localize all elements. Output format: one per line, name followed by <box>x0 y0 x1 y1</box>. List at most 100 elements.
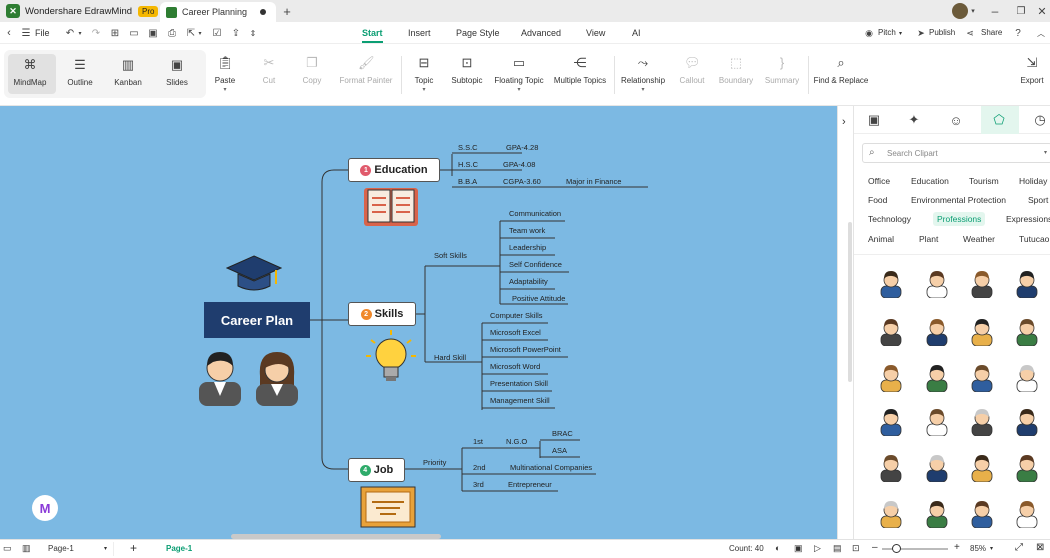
profession-clipart-icon[interactable] <box>969 316 995 346</box>
save-icon[interactable]: ▣ <box>148 27 158 39</box>
app-home-tab[interactable]: ✕ Wondershare EdrawMind Pro <box>6 0 159 22</box>
category-food[interactable]: Food <box>868 195 888 205</box>
account-chevron-down-icon[interactable]: ▾ <box>971 8 975 15</box>
fullscreen-icon[interactable]: ⤢ <box>1015 542 1023 553</box>
profession-clipart-icon[interactable] <box>969 452 995 482</box>
soft-skill-item[interactable]: Leadership <box>509 243 547 252</box>
new-file-icon[interactable]: ⊞ <box>110 27 120 39</box>
multiple-topics-button[interactable]: ⋲Multiple Topics <box>552 56 608 86</box>
category-weather[interactable]: Weather <box>963 234 995 244</box>
share-icon[interactable]: ⋖ <box>966 27 974 38</box>
slides-view-button[interactable]: ▣Slides <box>157 58 197 88</box>
category-expressions[interactable]: Expressions <box>1006 214 1050 224</box>
fit-window-icon[interactable]: ⊡ <box>852 543 860 553</box>
job-ngo-label[interactable]: N.G.O <box>506 437 528 446</box>
education-bba-label[interactable]: B.B.A <box>458 177 478 186</box>
callout-button[interactable]: 💬︎Callout <box>675 56 709 86</box>
print-icon[interactable]: ⎙ <box>168 27 176 39</box>
job-brac-label[interactable]: BRAC <box>552 429 573 438</box>
job-first-label[interactable]: 1st <box>473 437 484 446</box>
export-file-icon[interactable]: ⇱ <box>186 27 196 39</box>
category-office[interactable]: Office <box>868 176 891 186</box>
job-asa-label[interactable]: ASA <box>552 446 568 455</box>
history-clock-icon[interactable]: ◷ <box>1034 112 1046 127</box>
panel-collapse-handle[interactable]: › <box>837 106 853 539</box>
fullscreen-view-icon[interactable]: ▤ <box>833 543 842 553</box>
file-menu[interactable]: File <box>35 28 50 38</box>
category-professions[interactable]: Professions <box>933 212 986 226</box>
copy-button[interactable]: ❐Copy <box>296 56 328 86</box>
education-bba-major[interactable]: Major in Finance <box>566 177 622 186</box>
profession-clipart-icon[interactable] <box>1014 452 1040 482</box>
minimize-icon[interactable]: – <box>991 4 999 18</box>
back-chevron-icon[interactable]: ‹ <box>7 27 11 39</box>
profession-clipart-icon[interactable] <box>969 498 995 528</box>
checklist-icon[interactable]: ☑ <box>212 27 222 39</box>
cut-button[interactable]: ✂Cut <box>253 56 285 86</box>
page-select[interactable]: Page-1 ▾ <box>42 542 114 556</box>
profession-clipart-icon[interactable] <box>924 268 950 298</box>
category-education[interactable]: Education <box>911 176 949 186</box>
hard-skill-item[interactable]: Microsoft Word <box>490 362 541 371</box>
document-tab[interactable]: Career Planning <box>160 2 276 22</box>
maximize-icon[interactable]: ❐ <box>1016 5 1026 17</box>
collapse-panel-icon[interactable]: ⊠ <box>1036 542 1045 553</box>
kanban-view-button[interactable]: ▥Kanban <box>108 58 148 88</box>
publish-icon[interactable]: ➤ <box>917 27 925 38</box>
soft-skill-item[interactable]: Adaptability <box>509 277 548 286</box>
topic-dropdown-icon[interactable]: ▾ <box>422 87 426 93</box>
theme-icon[interactable]: ◐ <box>775 543 781 553</box>
profession-clipart-icon[interactable] <box>878 406 904 436</box>
job-third-label[interactable]: 3rd <box>473 480 484 489</box>
share-file-icon[interactable]: ⇪ <box>231 27 241 39</box>
menu-advanced[interactable]: Advanced <box>521 28 562 38</box>
user-avatar[interactable] <box>952 3 968 19</box>
close-icon[interactable]: ✕ <box>1037 5 1047 18</box>
ai-sparkle-icon[interactable]: ✦ <box>908 112 920 127</box>
undo-icon[interactable]: ↶ <box>65 27 75 39</box>
pitch-button[interactable]: Pitch <box>878 28 896 37</box>
education-bba-cgpa[interactable]: CGPA-3.60 <box>503 177 541 186</box>
format-panel-icon[interactable]: ▣ <box>867 112 881 127</box>
menu-hamburger-icon[interactable]: ☰ <box>21 27 31 39</box>
clipart-tab-icon[interactable]: ⬠ <box>993 112 1005 127</box>
category-environmental-protection[interactable]: Environmental Protection <box>911 195 1006 205</box>
education-ssc-gpa[interactable]: GPA-4.28 <box>506 143 539 152</box>
category-technology[interactable]: Technology <box>868 214 912 224</box>
share-button[interactable]: Share <box>981 28 1003 37</box>
add-page-plus-icon[interactable]: + <box>130 541 138 555</box>
boundary-button[interactable]: ⬚Boundary <box>716 56 756 86</box>
skills-topic[interactable]: 2 Skills <box>348 302 416 326</box>
zoom-dropdown-icon[interactable]: ▾ <box>990 546 994 552</box>
profession-clipart-icon[interactable] <box>924 316 950 346</box>
topic-button[interactable]: ⊟Topic▾ <box>408 56 440 94</box>
profession-clipart-icon[interactable] <box>878 452 904 482</box>
collapse-ribbon-icon[interactable]: ︿ <box>1037 28 1045 38</box>
menu-insert[interactable]: Insert <box>408 28 431 38</box>
hard-skill-item[interactable]: Computer Skills <box>490 311 543 320</box>
soft-skill-item[interactable]: Self Confidence <box>509 260 562 269</box>
page-view-icon[interactable]: ▭ <box>3 543 12 553</box>
page-list-icon[interactable]: ▥ <box>22 543 31 553</box>
job-topic[interactable]: 4 Job <box>348 458 405 482</box>
publish-button[interactable]: Publish <box>929 28 956 37</box>
profession-clipart-icon[interactable] <box>878 362 904 392</box>
profession-clipart-icon[interactable] <box>1014 406 1040 436</box>
education-hsc-label[interactable]: H.S.C <box>458 160 479 169</box>
relationship-dropdown-icon[interactable]: ▾ <box>641 87 645 93</box>
category-tourism[interactable]: Tourism <box>969 176 999 186</box>
mindmap-canvas[interactable]: Career Plan 1 Education S.S.C GPA-4.28 H… <box>0 106 837 539</box>
profession-clipart-icon[interactable] <box>969 268 995 298</box>
job-second-label[interactable]: 2nd <box>473 463 486 472</box>
menu-page-style[interactable]: Page Style <box>456 28 500 38</box>
clipart-search-box[interactable]: ⌕ Search Clipart ▾ <box>862 143 1050 163</box>
open-folder-icon[interactable]: ▭ <box>129 27 139 39</box>
paste-dropdown-icon[interactable]: ▾ <box>223 87 227 93</box>
floating-topic-button[interactable]: ▭Floating Topic▾ <box>493 56 545 94</box>
hard-skill-item[interactable]: Presentation Skill <box>490 379 548 388</box>
education-ssc-label[interactable]: S.S.C <box>458 143 478 152</box>
soft-skill-item[interactable]: Team work <box>509 226 546 235</box>
pitch-icon[interactable]: ◉ <box>865 27 873 38</box>
more-options-icon[interactable]: ⇕ <box>249 28 257 38</box>
central-topic[interactable]: Career Plan <box>204 302 310 338</box>
